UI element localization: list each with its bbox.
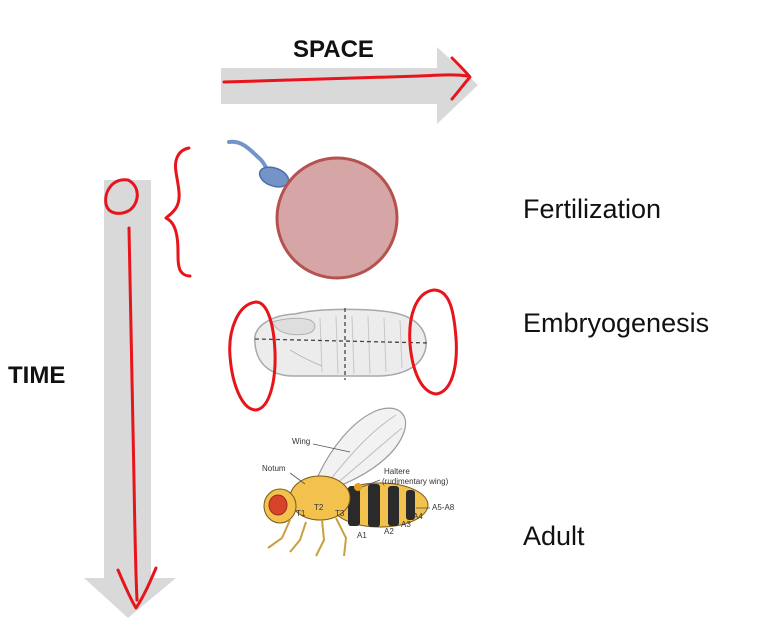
annotation-curly-brace — [164, 146, 192, 278]
annotation-time-start-circle — [104, 178, 139, 215]
annotation-time-arrow-stroke — [116, 226, 158, 610]
sperm-icon — [227, 139, 290, 188]
fly-label-haltere: Haltere — [384, 467, 410, 476]
fly-label-a1: A1 — [357, 531, 367, 540]
fly-label-t1: T1 — [296, 509, 306, 518]
fly-label-a4: A4 — [413, 512, 423, 521]
fly-label-a2: A2 — [384, 527, 394, 536]
annotation-embryo-anterior-circle — [228, 300, 277, 412]
embryo-icon — [254, 308, 431, 380]
space-axis-label: SPACE — [293, 36, 374, 63]
time-axis-label: TIME — [8, 362, 66, 389]
fly-icon: Wing Notum Haltere (rudimentary wing) T1… — [262, 407, 455, 557]
time-arrow — [84, 180, 176, 618]
egg-icon — [275, 156, 399, 280]
fly-label-t3: T3 — [335, 509, 345, 518]
stage-label-adult: Adult — [523, 521, 585, 551]
stage-label-fertilization: Fertilization — [523, 194, 662, 224]
fly-label-haltere-note: (rudimentary wing) — [382, 477, 449, 486]
stage-label-embryogenesis: Embryogenesis — [523, 308, 710, 338]
fly-label-t2: T2 — [314, 503, 324, 512]
fly-label-wing: Wing — [292, 437, 310, 446]
fly-label-a5-a8: A5-A8 — [432, 503, 455, 512]
annotation-space-arrow-stroke — [222, 56, 472, 101]
fly-label-a3: A3 — [401, 520, 411, 529]
fly-label-notum: Notum — [262, 464, 286, 473]
space-arrow — [221, 47, 478, 124]
annotation-embryo-posterior-circle — [408, 288, 458, 396]
